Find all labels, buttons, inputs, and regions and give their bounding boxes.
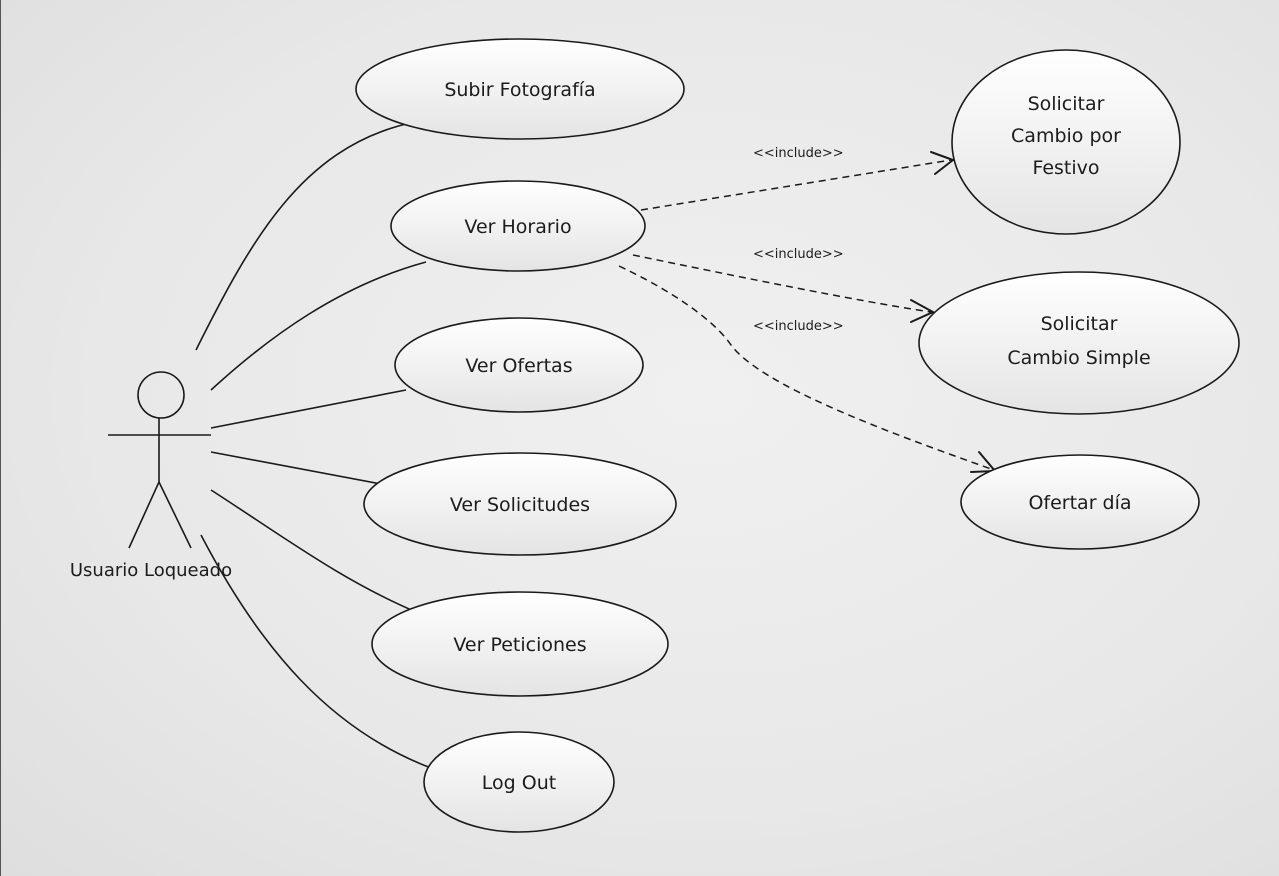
assoc-ver-horario: [210, 261, 427, 391]
usecase-ver-horario-label: Ver Horario: [464, 216, 571, 238]
include-simple-label: <<include>>: [753, 247, 844, 262]
actor-label: Usuario Loqueado: [70, 560, 232, 581]
assoc-ver-ofertas: [210, 389, 407, 429]
usecase-ver-ofertas[interactable]: Ver Ofertas: [394, 317, 644, 413]
usecase-simple-line-1: Solicitar: [1041, 313, 1118, 335]
usecase-festivo-line-2: Cambio por: [1011, 125, 1121, 147]
usecase-ver-horario[interactable]: Ver Horario: [390, 180, 646, 272]
usecase-solicitar-cambio-festivo[interactable]: Solicitar Cambio por Festivo: [951, 49, 1181, 235]
usecase-ofertar-dia-label: Ofertar día: [1028, 492, 1131, 514]
usecase-subir-fotografia-label: Subir Fotografía: [444, 79, 595, 101]
usecase-ver-solicitudes-label: Ver Solicitudes: [450, 494, 590, 516]
include-simple-arrowhead: [910, 299, 936, 323]
usecase-ver-ofertas-label: Ver Ofertas: [465, 355, 572, 377]
include-ofertar-line: [618, 265, 995, 471]
usecase-subir-fotografia[interactable]: Subir Fotografía: [355, 38, 685, 140]
usecase-ver-peticiones-label: Ver Peticiones: [453, 634, 586, 656]
usecase-festivo-line-1: Solicitar: [1028, 93, 1105, 115]
actor-usuario[interactable]: Usuario Loqueado: [70, 371, 232, 581]
usecase-solicitar-cambio-simple[interactable]: Solicitar Cambio Simple: [918, 271, 1240, 415]
include-festivo-line: [640, 159, 952, 211]
usecase-festivo-line-3: Festivo: [1032, 157, 1099, 179]
usecase-ver-solicitudes[interactable]: Ver Solicitudes: [363, 452, 677, 556]
actor-left-leg: [128, 481, 160, 549]
usecase-log-out[interactable]: Log Out: [423, 731, 615, 833]
assoc-log-out: [200, 534, 432, 769]
include-festivo-label: <<include>>: [753, 146, 844, 161]
include-ofertar-label: <<include>>: [753, 319, 844, 334]
usecase-ver-peticiones[interactable]: Ver Peticiones: [371, 591, 669, 697]
include-festivo-arrowhead: [930, 151, 956, 175]
assoc-ver-solicitudes: [210, 451, 387, 486]
include-ofertar-arrowhead: [970, 451, 998, 473]
usecase-log-out-label: Log Out: [482, 772, 556, 794]
actor-right-leg: [158, 481, 192, 549]
actor-head: [137, 371, 185, 419]
assoc-ver-peticiones: [210, 489, 417, 613]
usecase-simple-line-2: Cambio Simple: [1007, 347, 1150, 369]
include-simple-line: [632, 254, 932, 313]
assoc-subir-fotografia: [195, 123, 407, 351]
usecase-ofertar-dia[interactable]: Ofertar día: [960, 454, 1200, 550]
